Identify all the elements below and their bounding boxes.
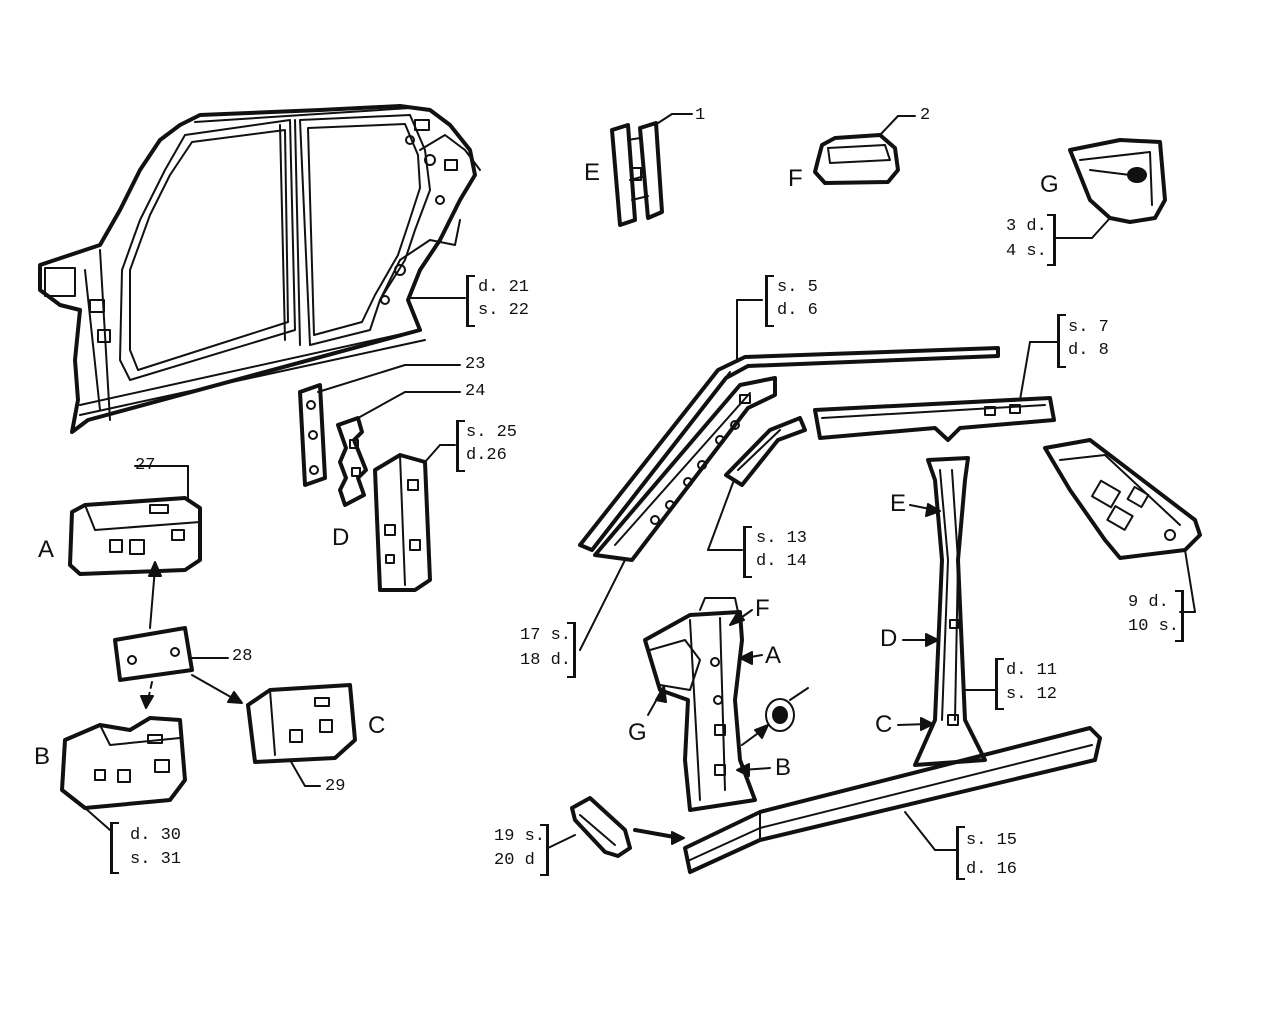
letter-g-top: G: [1040, 171, 1059, 198]
bracket-13-14: [743, 526, 752, 578]
part-30-31: [60, 716, 187, 831]
bracket-17-18: [567, 622, 576, 678]
part-number-29: 29: [325, 777, 346, 796]
label-9: 9 d.: [1128, 593, 1169, 612]
bracket-5-6: [765, 275, 774, 327]
body-side-panel: [38, 104, 481, 434]
letter-c-left: C: [368, 712, 386, 739]
letter-e-top: E: [584, 159, 601, 186]
bracket-25-26: [456, 420, 465, 472]
label-18: 18 d.: [520, 651, 572, 670]
roof-cross-member: [813, 341, 1058, 442]
part-27: [68, 465, 202, 576]
a-pillar-lower: [643, 597, 757, 812]
label-21: d. 21: [478, 278, 530, 297]
label-5: s. 5: [777, 278, 818, 297]
letter-g-mid: G: [628, 719, 647, 746]
label-7: s. 7: [1068, 318, 1109, 337]
rocker-sill: [683, 726, 1102, 874]
label-10: 10 s.: [1128, 617, 1180, 636]
part-25-26: [373, 444, 456, 592]
letter-f-mid: F: [755, 595, 770, 622]
part-29: [246, 683, 357, 787]
label-arrows: [647, 503, 941, 777]
letter-a-left: A: [38, 536, 55, 563]
part-number-2: 2: [920, 106, 931, 125]
label-16: d. 16: [966, 860, 1018, 879]
part-23: [298, 364, 461, 487]
letter-d-left: D: [332, 524, 350, 551]
bracket-19-20: [540, 824, 549, 876]
part-number-23: 23: [465, 355, 486, 374]
part-24: [336, 391, 461, 507]
label-26: d.26: [466, 446, 507, 465]
label-19: 19 s.: [494, 827, 546, 846]
part-28: [113, 561, 243, 709]
label-22: s. 22: [478, 301, 530, 320]
b-pillar: [913, 456, 996, 767]
label-20: 20 d: [494, 851, 535, 870]
label-8: d. 8: [1068, 341, 1109, 360]
grommet: [765, 687, 809, 732]
part-13-14: [707, 416, 807, 551]
label-3: 3 d.: [1006, 217, 1047, 236]
part-number-24: 24: [465, 382, 486, 401]
letter-b-mid: B: [775, 754, 792, 781]
label-12: s. 12: [1006, 685, 1058, 704]
letter-f-top: F: [788, 165, 803, 192]
label-25: s. 25: [466, 423, 518, 442]
letter-e-right: E: [890, 490, 907, 517]
bracket-11-12: [995, 658, 1004, 710]
letter-b-left: B: [34, 743, 51, 770]
bracket-9-10: [1175, 590, 1184, 642]
c-pillar-inner: [1043, 438, 1202, 613]
bracket-7-8: [1057, 314, 1066, 368]
part-number-28: 28: [232, 647, 253, 666]
label-30: d. 30: [130, 826, 182, 845]
label-13: s. 13: [756, 529, 808, 548]
label-15: s. 15: [966, 831, 1018, 850]
bracket-21-22: [466, 275, 475, 327]
letter-d-right: D: [880, 625, 898, 652]
bracket-15-16: [956, 826, 965, 880]
part-2: [813, 115, 916, 185]
bracket-3-4: [1047, 214, 1056, 266]
part-3-4: [1054, 138, 1167, 239]
label-6: d. 6: [777, 301, 818, 320]
letter-a-mid: A: [765, 642, 782, 669]
bracket-30-31: [110, 822, 119, 874]
part-1: [610, 113, 693, 227]
label-17: 17 s.: [520, 626, 572, 645]
roof-rail: [578, 299, 1000, 552]
label-14: d. 14: [756, 552, 808, 571]
label-4: 4 s.: [1006, 242, 1047, 261]
part-19-20: [547, 796, 685, 858]
label-31: s. 31: [130, 850, 182, 869]
part-number-1: 1: [695, 106, 706, 125]
part-number-27: 27: [135, 456, 156, 475]
letter-c-right: C: [875, 711, 893, 738]
a-pillar-inner: [579, 376, 777, 651]
label-11: d. 11: [1006, 661, 1058, 680]
